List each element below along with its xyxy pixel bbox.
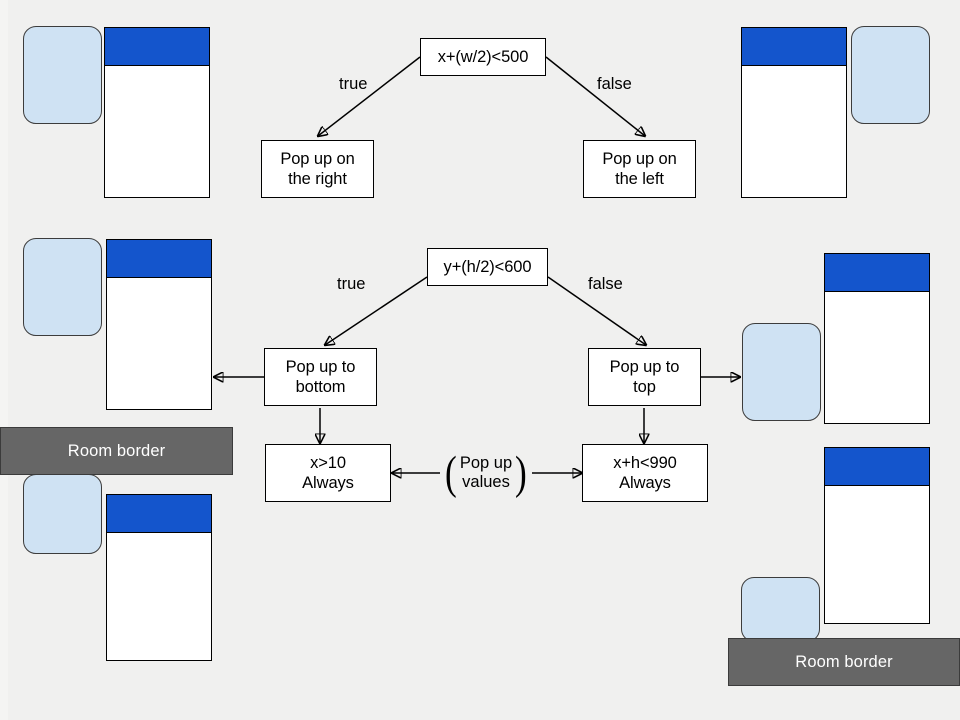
room-border-left: Room border xyxy=(0,427,233,475)
app-window-mid-left xyxy=(106,239,212,410)
app-window-top-left xyxy=(104,27,210,198)
constraint-x-max[interactable]: x+h<990 Always xyxy=(582,444,708,502)
window-titlebar xyxy=(825,254,929,292)
popup-window-bottom-right xyxy=(741,577,820,642)
constraint-x-min[interactable]: x>10 Always xyxy=(265,444,391,502)
action-popup-right[interactable]: Pop up on the right xyxy=(261,140,374,198)
window-titlebar xyxy=(107,240,211,278)
app-window-top-right xyxy=(741,27,847,198)
decision-y-center[interactable]: y+(h/2)<600 xyxy=(427,248,548,286)
popup-values-text: Pop up values xyxy=(459,454,513,491)
app-window-bottom-left xyxy=(106,494,212,661)
popup-window-mid-right xyxy=(742,323,821,421)
room-border-label: Room border xyxy=(795,652,893,671)
decision-x-center[interactable]: x+(w/2)<500 xyxy=(420,38,546,76)
window-titlebar xyxy=(742,28,846,66)
window-titlebar xyxy=(105,28,209,66)
window-titlebar xyxy=(825,448,929,486)
edge-label-y-true: true xyxy=(337,275,366,293)
edge-label-x-true: true xyxy=(339,75,368,93)
app-window-mid-right xyxy=(824,253,930,424)
window-titlebar xyxy=(107,495,211,533)
popup-window-top-left xyxy=(23,26,102,124)
room-border-right: Room border xyxy=(728,638,960,686)
action-popup-left[interactable]: Pop up on the left xyxy=(583,140,696,198)
paren-close-glyph: ) xyxy=(515,447,527,499)
edge-label-x-false: false xyxy=(597,75,632,93)
paren-open-glyph: ( xyxy=(445,447,457,499)
popup-window-bottom-left xyxy=(23,474,102,554)
popup-window-top-right xyxy=(851,26,930,124)
edge-label-y-false: false xyxy=(588,275,623,293)
popup-window-mid-left xyxy=(23,238,102,336)
popup-values-label: ( Pop up values ) xyxy=(438,444,534,502)
room-border-label: Room border xyxy=(67,441,166,460)
action-popup-bottom[interactable]: Pop up to bottom xyxy=(264,348,377,406)
page-edge-strip xyxy=(0,0,8,720)
action-popup-top[interactable]: Pop up to top xyxy=(588,348,701,406)
app-window-bottom-right xyxy=(824,447,930,624)
